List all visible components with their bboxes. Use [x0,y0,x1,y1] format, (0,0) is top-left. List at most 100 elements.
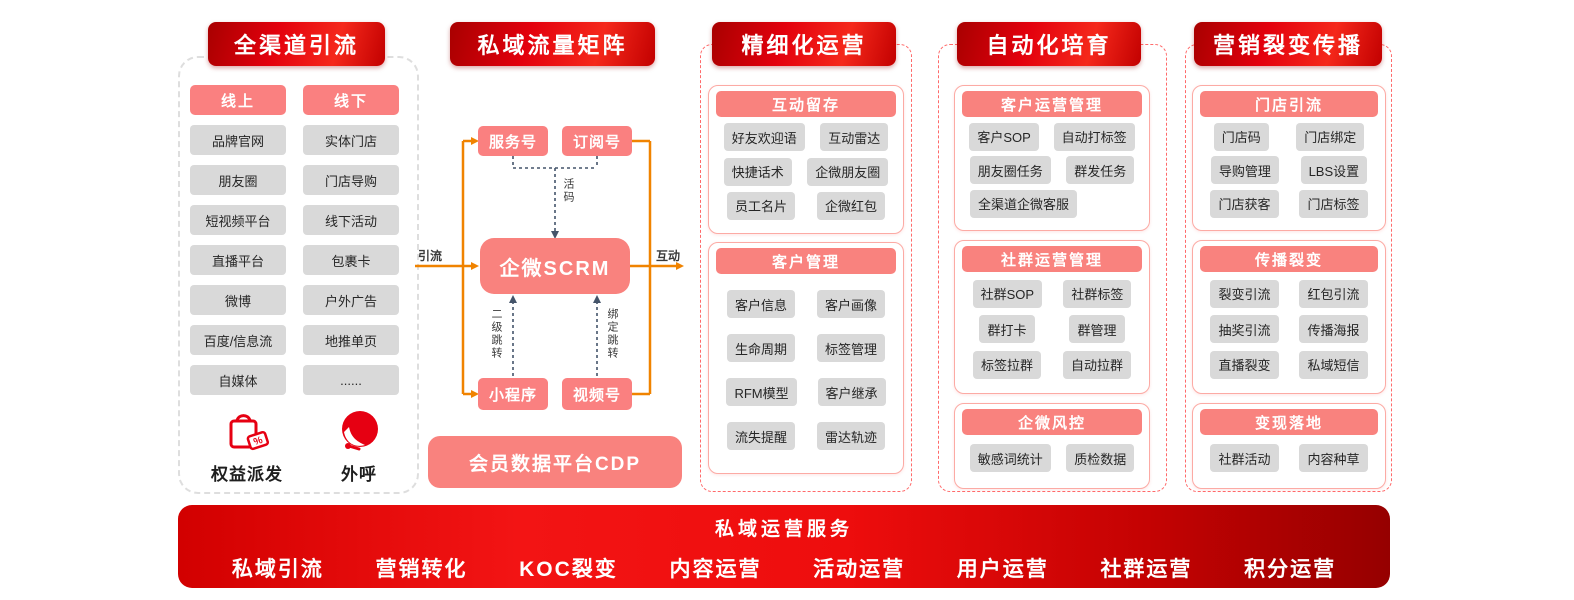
service-item: 内容运营 [669,558,762,581]
feature-item: 门店码 [1213,122,1269,151]
service-item: 营销转化 [375,558,468,581]
label-live-code: 活码 [562,178,574,204]
feature-item: 直播裂变 [1210,350,1279,379]
channel-item: 实体门店 [303,125,399,155]
channel-item: ...... [303,365,399,395]
label-bind-jump: 绑定跳转 [606,308,618,360]
channel-item: 包裹卡 [303,245,399,275]
feature-item: 客户信息 [726,290,795,318]
feature-item: 自动拉群 [1062,350,1131,379]
banner-items: 私域引流 营销转化 KOC裂变 内容运营 活动运营 用户运营 社群运营 积分运营 [178,553,1390,583]
card-monetization: 变现落地 社群活动 内容种草 [1192,403,1386,489]
feature-item: 流失提醒 [726,422,795,450]
service-item: 积分运营 [1244,558,1337,581]
feature-item: 雷达轨迹 [816,422,885,450]
feature-item: 内容种草 [1299,444,1368,472]
online-label: 线上 [190,85,286,115]
node-scrm: 企微SCRM [480,238,630,294]
feature-item: 社群活动 [1210,444,1279,472]
channel-item: 品牌官网 [190,125,286,155]
headset-icon [342,411,378,451]
node-mini-program: 小程序 [478,378,548,410]
flow-connectors [415,137,684,398]
feature-item: LBS设置 [1300,156,1368,184]
service-item: 社群运营 [1100,558,1193,581]
feature-item: 生命周期 [726,334,795,362]
feature-item: 私域短信 [1299,350,1368,379]
section-header-fission: 营销裂变传播 [1194,22,1382,66]
card-community-ops: 社群运营管理 社群SOP 社群标签 群打卡 群管理 标签拉群 自动拉群 [954,240,1150,394]
card-customer-ops: 客户运营管理 客户SOP 自动打标签 朋友圈任务 群发任务 全渠道企微客服 [954,85,1150,231]
channel-item: 地推单页 [303,325,399,355]
label-second-jump: 二级跳转 [490,308,502,360]
offline-label: 线下 [303,85,399,115]
card-title: 社群运营管理 [962,246,1142,272]
feature-item: 朋友圈任务 [969,156,1051,184]
feature-item: 自动打标签 [1053,122,1135,151]
feature-item: 全渠道企微客服 [970,189,1078,218]
node-service-account: 服务号 [478,126,548,156]
channel-item: 线下活动 [303,205,399,235]
feature-item: 社群标签 [1063,279,1132,308]
offline-channel-list: 线下 实体门店 门店导购 线下活动 包裹卡 户外广告 地推单页 ...... [303,85,399,395]
online-channel-list: 线上 品牌官网 朋友圈 短视频平台 直播平台 微博 百度/信息流 自媒体 [190,85,286,395]
feature-item: 快捷话术 [723,157,792,186]
feature-item: RFM模型 [726,378,797,406]
banner-title: 私域运营服务 [714,519,853,540]
feature-item: 客户画像 [816,290,885,318]
feature-item: 员工名片 [726,191,795,220]
feature-item: 群管理 [1069,315,1125,343]
svg-text:%: % [252,435,264,448]
feature-item: 门店标签 [1299,189,1368,218]
service-item: 活动运营 [813,558,906,581]
node-subscription-account: 订阅号 [562,126,632,156]
feature-item: 企微红包 [816,191,885,220]
card-title: 客户管理 [716,248,896,274]
section-header-omni-channel: 全渠道引流 [208,22,385,66]
node-cdp: 会员数据平台CDP [428,436,682,488]
traffic-matrix-flow: 服务号 订阅号 企微SCRM 小程序 视频号 会员数据平台CDP 引流 互动 活… [410,70,690,490]
card-title: 传播裂变 [1200,246,1378,272]
channel-item: 直播平台 [190,245,286,275]
card-store-traffic: 门店引流 门店码 门店绑定 导购管理 LBS设置 门店获客 门店标签 [1192,85,1386,231]
section-header-automation: 自动化培育 [957,22,1141,66]
outbound-call-label: 外呼 [341,465,377,484]
service-item: 私域引流 [231,558,324,581]
card-title: 企微风控 [962,409,1142,435]
outbound-call: 外呼 [335,408,383,485]
feature-item: 群发任务 [1066,156,1135,184]
benefit-distribution-label: 权益派发 [211,465,283,484]
feature-item: 抽奖引流 [1210,315,1279,343]
card-title: 门店引流 [1200,91,1378,117]
label-interaction: 互动 [656,249,681,263]
feature-item: 传播海报 [1299,315,1368,343]
feature-item: 好友欢迎语 [723,123,805,152]
section-header-refined-ops: 精细化运营 [712,22,896,66]
feature-item: 门店获客 [1210,189,1279,218]
feature-item: 裂变引流 [1210,279,1279,308]
node-video-account: 视频号 [562,378,632,410]
card-title: 变现落地 [1200,409,1378,435]
feature-item: 企微朋友圈 [807,157,889,186]
card-title: 客户运营管理 [962,91,1142,117]
benefit-distribution: % 权益派发 [211,408,283,485]
channel-icon-row: % 权益派发 外呼 [185,408,409,485]
feature-item: 客户继承 [817,378,886,406]
channel-item: 微博 [190,285,286,315]
section-header-traffic-matrix: 私域流量矩阵 [450,22,655,66]
card-title: 互动留存 [716,91,896,117]
service-item: 用户运营 [956,558,1049,581]
feature-item: 群打卡 [979,315,1035,343]
bottom-service-banner: 私域运营服务 私域引流 营销转化 KOC裂变 内容运营 活动运营 用户运营 社群… [178,505,1390,588]
card-wecom-risk-control: 企微风控 敏感词统计 质检数据 [954,403,1150,489]
channel-item: 短视频平台 [190,205,286,235]
feature-item: 标签管理 [816,334,885,362]
channel-item: 自媒体 [190,365,286,395]
card-interaction-retention: 互动留存 好友欢迎语 互动雷达 快捷话术 企微朋友圈 员工名片 企微红包 [708,85,904,234]
feature-item: 社群SOP [972,279,1043,308]
label-traffic-in: 引流 [418,249,443,263]
card-spread-fission: 传播裂变 裂变引流 红包引流 抽奖引流 传播海报 直播裂变 私域短信 [1192,240,1386,394]
feature-item: 标签拉群 [972,350,1041,379]
channel-item: 户外广告 [303,285,399,315]
